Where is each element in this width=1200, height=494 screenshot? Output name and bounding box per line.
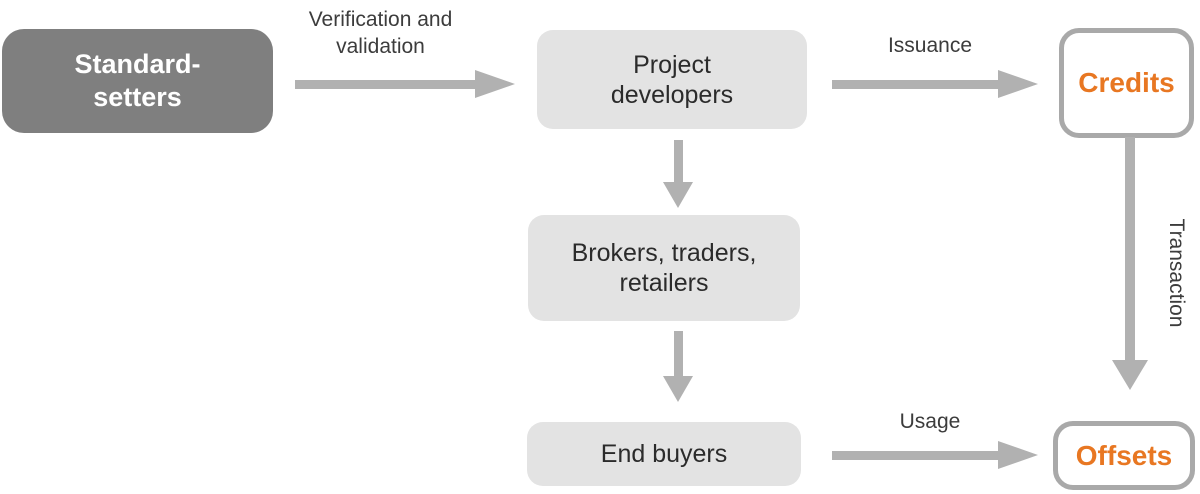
node-offsets: Offsets (1053, 421, 1195, 490)
arrow-head (663, 182, 693, 208)
arrow-shaft (295, 79, 479, 89)
transaction-arrow-label: Transaction (1165, 218, 1188, 328)
verification-arrow-label: Verification and validation (308, 8, 453, 58)
node-end-buyers-label: End buyers (600, 440, 728, 468)
verification-arrow (295, 70, 515, 98)
arrow-head (475, 70, 515, 98)
node-offsets-label: Offsets (1075, 439, 1173, 471)
arrow-shaft (673, 140, 683, 184)
arrow-shaft (673, 331, 683, 378)
arrow-head (663, 376, 693, 402)
issuance-arrow (832, 70, 1038, 98)
arrow-shaft (832, 79, 1002, 89)
usage-arrow-label: Usage (899, 410, 961, 433)
issuance-arrow-label: Issuance (887, 34, 973, 57)
arrow-head (998, 70, 1038, 98)
arrow-head (1112, 360, 1148, 390)
brokers-to-endbuyers-arrow (663, 331, 693, 402)
node-credits: Credits (1059, 28, 1194, 138)
node-end-buyers: End buyers (527, 422, 801, 486)
node-project-developers-label: Project developers (610, 50, 734, 109)
node-project-developers: Project developers (537, 30, 807, 129)
arrow-head (998, 441, 1038, 469)
developers-to-brokers-arrow (663, 140, 693, 208)
transaction-arrow (1112, 137, 1148, 390)
arrow-shaft (1125, 137, 1135, 362)
usage-arrow (832, 441, 1038, 469)
node-standard-setters-label: Standard-setters (74, 49, 201, 112)
node-brokers-traders-retailers-label: Brokers, traders, retailers (571, 239, 757, 297)
arrow-shaft (832, 450, 1002, 460)
node-brokers-traders-retailers: Brokers, traders, retailers (528, 215, 800, 321)
node-standard-setters: Standard-setters (2, 29, 273, 133)
node-credits-label: Credits (1078, 67, 1175, 98)
